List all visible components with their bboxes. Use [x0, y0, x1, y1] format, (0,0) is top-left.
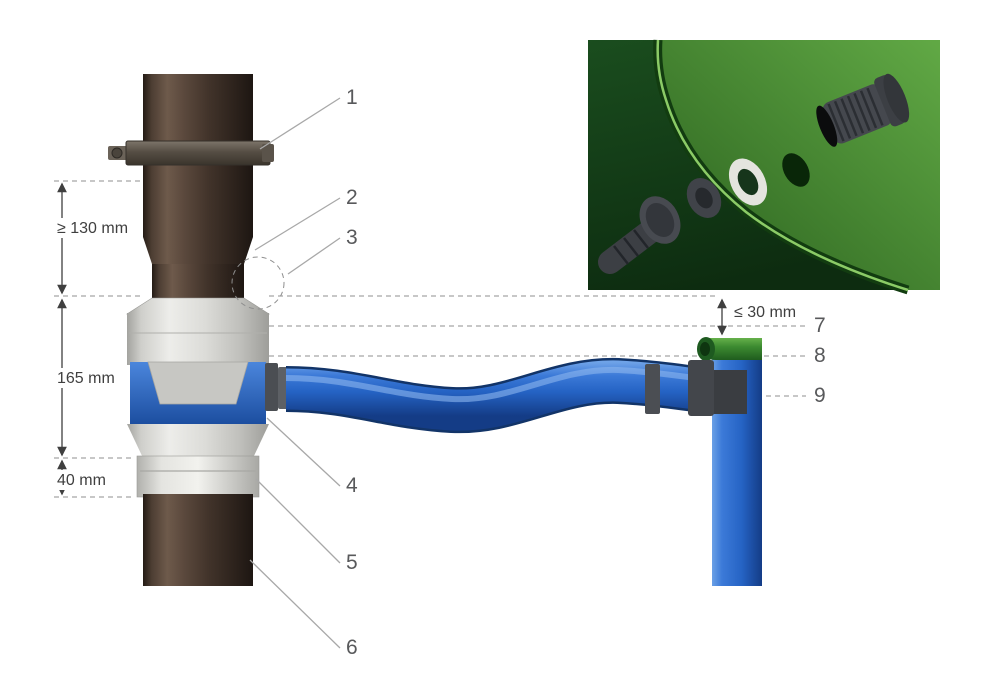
callout-2-leader: [254, 197, 341, 251]
inset-locknut: [686, 177, 722, 219]
inset-o-ring: [816, 105, 838, 147]
tank: [688, 337, 762, 586]
downpipe-narrow: [152, 264, 244, 300]
callout-label-4: 4: [346, 474, 358, 497]
inset-fitting-body: [822, 84, 892, 144]
inset-tank-rim-highlight: [656, 39, 909, 292]
clamp-band: [125, 140, 271, 166]
tank-rim: [697, 337, 762, 361]
clamp-lug: [262, 144, 274, 162]
callout-label-8: 8: [814, 344, 826, 367]
outlet-coupling: [278, 367, 288, 409]
tank-inlet-fitting: [713, 370, 747, 414]
inset-seal-inner: [737, 168, 759, 196]
downpipe-reducer: [143, 237, 253, 264]
callout-5-leader: [255, 478, 341, 564]
lower-collar: [136, 455, 260, 498]
diverter-shoulder: [125, 297, 271, 315]
diverter-body-lower: [127, 424, 269, 458]
inset-hole: [782, 153, 810, 187]
callout-label-2: 2: [346, 186, 358, 209]
inset-fitting-flange-face: [883, 73, 910, 123]
callout-label-7: 7: [814, 314, 826, 337]
inset-seal-washer: [728, 158, 768, 206]
callout-6-leader: [249, 559, 341, 649]
rain-diverter: [125, 297, 271, 498]
inset-locknut-inner: [695, 187, 713, 209]
diverter-inner-funnel: [147, 361, 249, 405]
inset-fitting-threads: [827, 87, 884, 142]
tank-fitting-nut: [688, 360, 714, 416]
pipe-clamp: [108, 140, 274, 166]
tank-rim-lip: [702, 338, 762, 360]
callout-3-leader: [287, 237, 341, 275]
inset-tail-ridge: [613, 245, 629, 265]
inset-photo-tank-connector: [588, 39, 940, 295]
tank-rim-opening: [700, 342, 710, 356]
inset-tail-ridge: [633, 229, 649, 249]
hose-body: [285, 360, 718, 431]
dimension-guides: [54, 180, 806, 498]
dim-text-bg: [54, 368, 108, 388]
downpipe-assembly: [108, 74, 288, 586]
callout-label-1: 1: [346, 86, 358, 109]
dimension-downpipe-clearance: ≥ 130 mm: [57, 220, 128, 237]
callout-4-leader: [266, 417, 341, 487]
dimension-lower-overlap: 40 mm: [57, 472, 106, 489]
dim-text-bg: [54, 470, 102, 490]
callout-label-3: 3: [346, 226, 358, 249]
inset-hose-connector: [598, 196, 681, 274]
dimension-diverter-height: 165 mm: [57, 370, 115, 387]
callout-1-leader: [259, 97, 341, 150]
clamp-screw: [111, 147, 123, 159]
diverter-outlet: [265, 363, 278, 411]
hose-clamp-ring: [645, 364, 660, 414]
detail-circle: [231, 256, 285, 310]
callouts: 1 2 3 4 5 6 7 8 9: [231, 86, 826, 659]
inset-union-nut-face: [645, 202, 675, 238]
dim-text-bg: [54, 218, 120, 238]
connection-hose: [285, 357, 718, 434]
inset-threaded-fitting: [816, 73, 910, 147]
downpipe-lower: [143, 494, 253, 586]
callout-label-9: 9: [814, 384, 826, 407]
callout-label-6: 6: [346, 636, 358, 659]
hose-highlight: [285, 366, 717, 403]
diverter-body-upper: [127, 313, 269, 365]
inset-tail-ridge: [623, 237, 639, 257]
dimensions: ≥ 130 mm 165 mm 40 mm ≤ 30 mm: [54, 182, 796, 496]
dimension-tank-rim-offset: ≤ 30 mm: [734, 304, 796, 321]
callout-label-5: 5: [346, 551, 358, 574]
